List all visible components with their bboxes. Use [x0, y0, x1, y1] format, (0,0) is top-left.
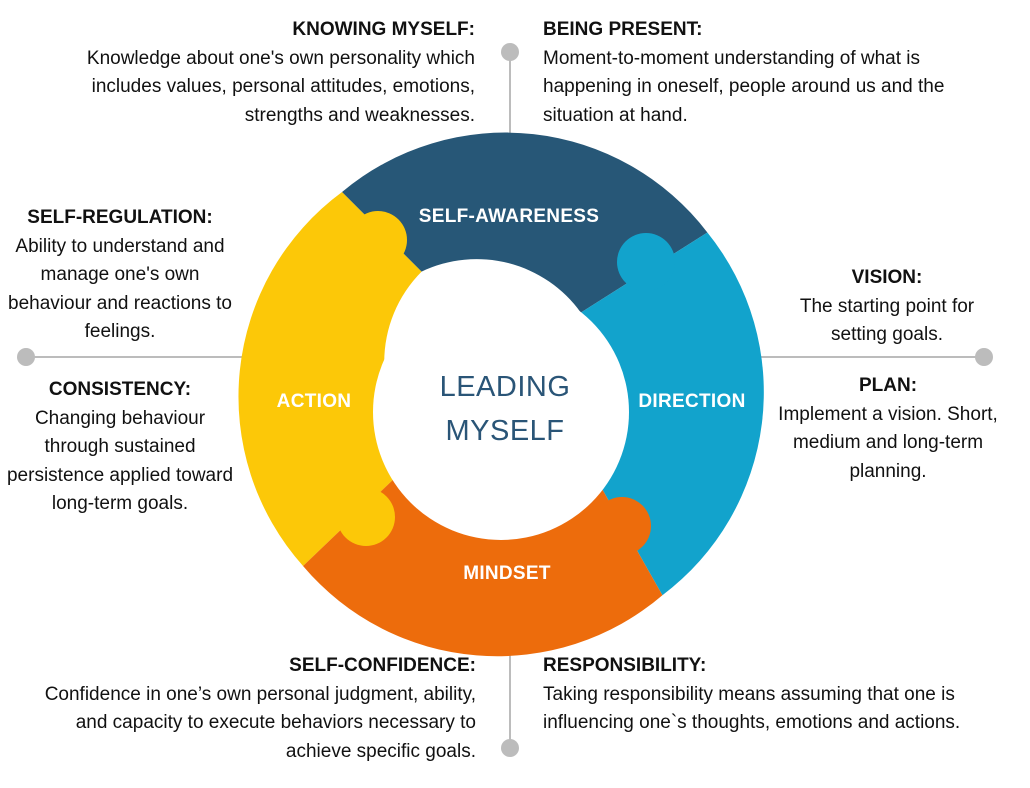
block-vision-body: The starting point for setting goals. — [799, 295, 975, 346]
label-action: ACTION — [277, 391, 352, 412]
connector-bottom-dot — [501, 739, 519, 757]
connector-left-dot — [17, 348, 35, 366]
block-being-present: BEING PRESENT: Moment-to-moment understa… — [543, 16, 983, 130]
block-plan-body: Implement a vision. Short, medium and lo… — [778, 403, 998, 482]
label-self-awareness: SELF-AWARENESS — [419, 206, 600, 227]
block-self-regulation-body: Ability to understand and manage one's o… — [8, 235, 232, 343]
block-plan-title: PLAN: — [858, 375, 918, 396]
puzzle-tab-mindset — [593, 497, 651, 555]
puzzle-ring — [238, 132, 764, 657]
block-self-regulation: SELF-REGULATION: Ability to understand a… — [2, 204, 238, 347]
center-title-line1: LEADING — [440, 371, 571, 403]
block-responsibility-title: RESPONSIBILITY: — [543, 655, 707, 676]
block-being-present-title: BEING PRESENT: — [543, 19, 703, 40]
label-mindset: MINDSET — [463, 563, 551, 584]
block-self-regulation-title: SELF-REGULATION: — [27, 207, 213, 228]
block-being-present-body: Moment-to-moment understanding of what i… — [543, 47, 945, 126]
connector-lines — [17, 43, 993, 757]
block-responsibility: RESPONSIBILITY: Taking responsibility me… — [543, 652, 993, 738]
puzzle-tab-action-bottom — [337, 488, 395, 546]
block-responsibility-body: Taking responsibility means assuming tha… — [543, 683, 961, 734]
puzzle-tab-action — [349, 211, 407, 269]
block-self-confidence: SELF-CONFIDENCE: Confidence in one’s own… — [36, 652, 476, 766]
block-knowing-myself-body: Knowledge about one's own personality wh… — [86, 47, 475, 126]
segment-self-awareness — [342, 132, 708, 313]
puzzle-tab-direction — [617, 233, 675, 291]
block-consistency-title: CONSISTENCY: — [48, 379, 192, 400]
center-title-line2: MYSELF — [445, 415, 564, 447]
connector-right-dot — [975, 348, 993, 366]
segment-action — [238, 192, 422, 566]
block-self-confidence-body: Confidence in one’s own personal judgmen… — [44, 683, 476, 762]
block-vision: VISION: The starting point for setting g… — [782, 264, 992, 350]
block-vision-title: VISION: — [851, 267, 923, 288]
center-hole — [373, 284, 629, 540]
connector-top-dot — [501, 43, 519, 61]
block-plan: PLAN: Implement a vision. Short, medium … — [766, 372, 1010, 486]
label-direction: DIRECTION — [638, 391, 745, 412]
block-self-confidence-title: SELF-CONFIDENCE: — [289, 655, 476, 676]
block-knowing-myself-title: KNOWING MYSELF: — [292, 19, 475, 40]
block-consistency-body: Changing behaviour through sustained per… — [6, 407, 234, 515]
block-consistency: CONSISTENCY: Changing behaviour through … — [2, 376, 238, 519]
block-knowing-myself: KNOWING MYSELF: Knowledge about one's ow… — [20, 16, 475, 130]
